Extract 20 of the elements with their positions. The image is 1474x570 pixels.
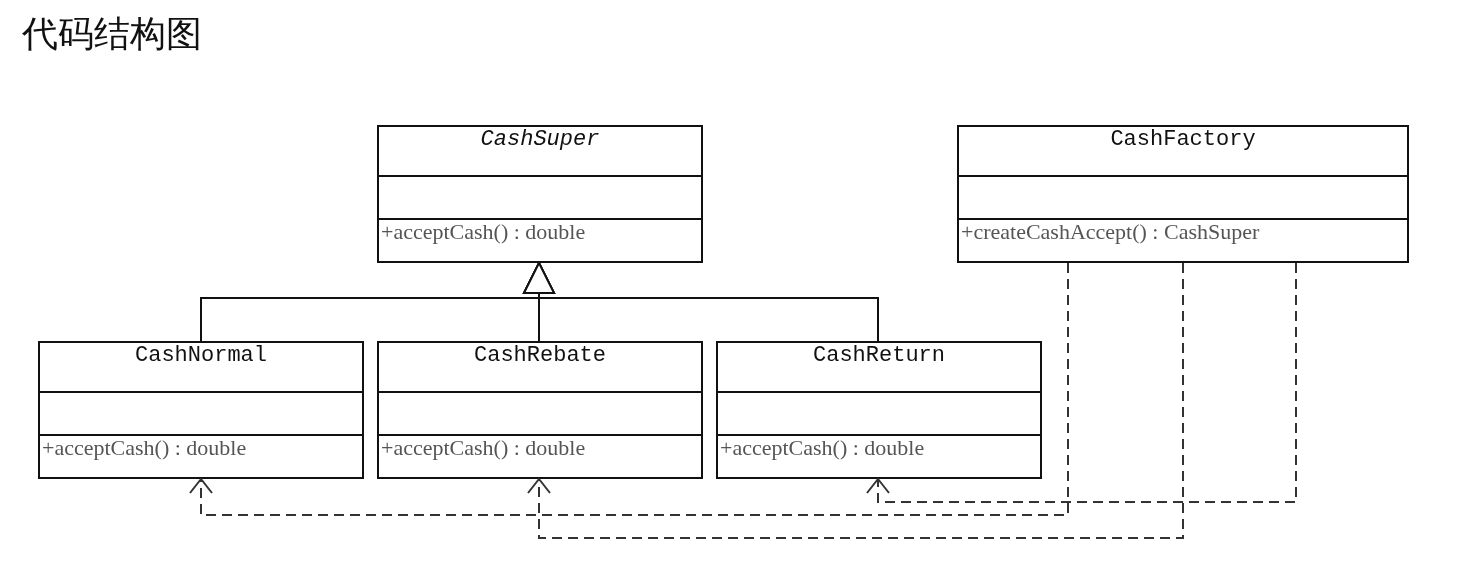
class-box — [377, 125, 703, 263]
class-box — [716, 341, 1042, 479]
class-box — [38, 341, 364, 479]
method-signature: +acceptCash() : double — [720, 435, 925, 462]
method-signature: +acceptCash() : double — [42, 435, 247, 462]
class-name: CashFactory — [1109, 127, 1257, 154]
class-name: CashRebate — [473, 343, 607, 370]
title: 代码结构图 — [22, 12, 202, 56]
class-box — [377, 341, 703, 479]
method-signature: +createCashAccept() : CashSuper — [961, 219, 1260, 246]
class-name: CashNormal — [134, 343, 268, 370]
method-signature: +acceptCash() : double — [381, 219, 586, 246]
dependency-arrow — [527, 262, 1184, 539]
inheritance-arrow — [523, 262, 879, 342]
class-name: CashSuper — [479, 127, 601, 154]
dependency-arrow — [866, 262, 1297, 503]
dependency-arrow — [189, 262, 1069, 516]
class-box — [957, 125, 1409, 263]
class-name: CashReturn — [812, 343, 946, 370]
method-signature: +acceptCash() : double — [381, 435, 586, 462]
